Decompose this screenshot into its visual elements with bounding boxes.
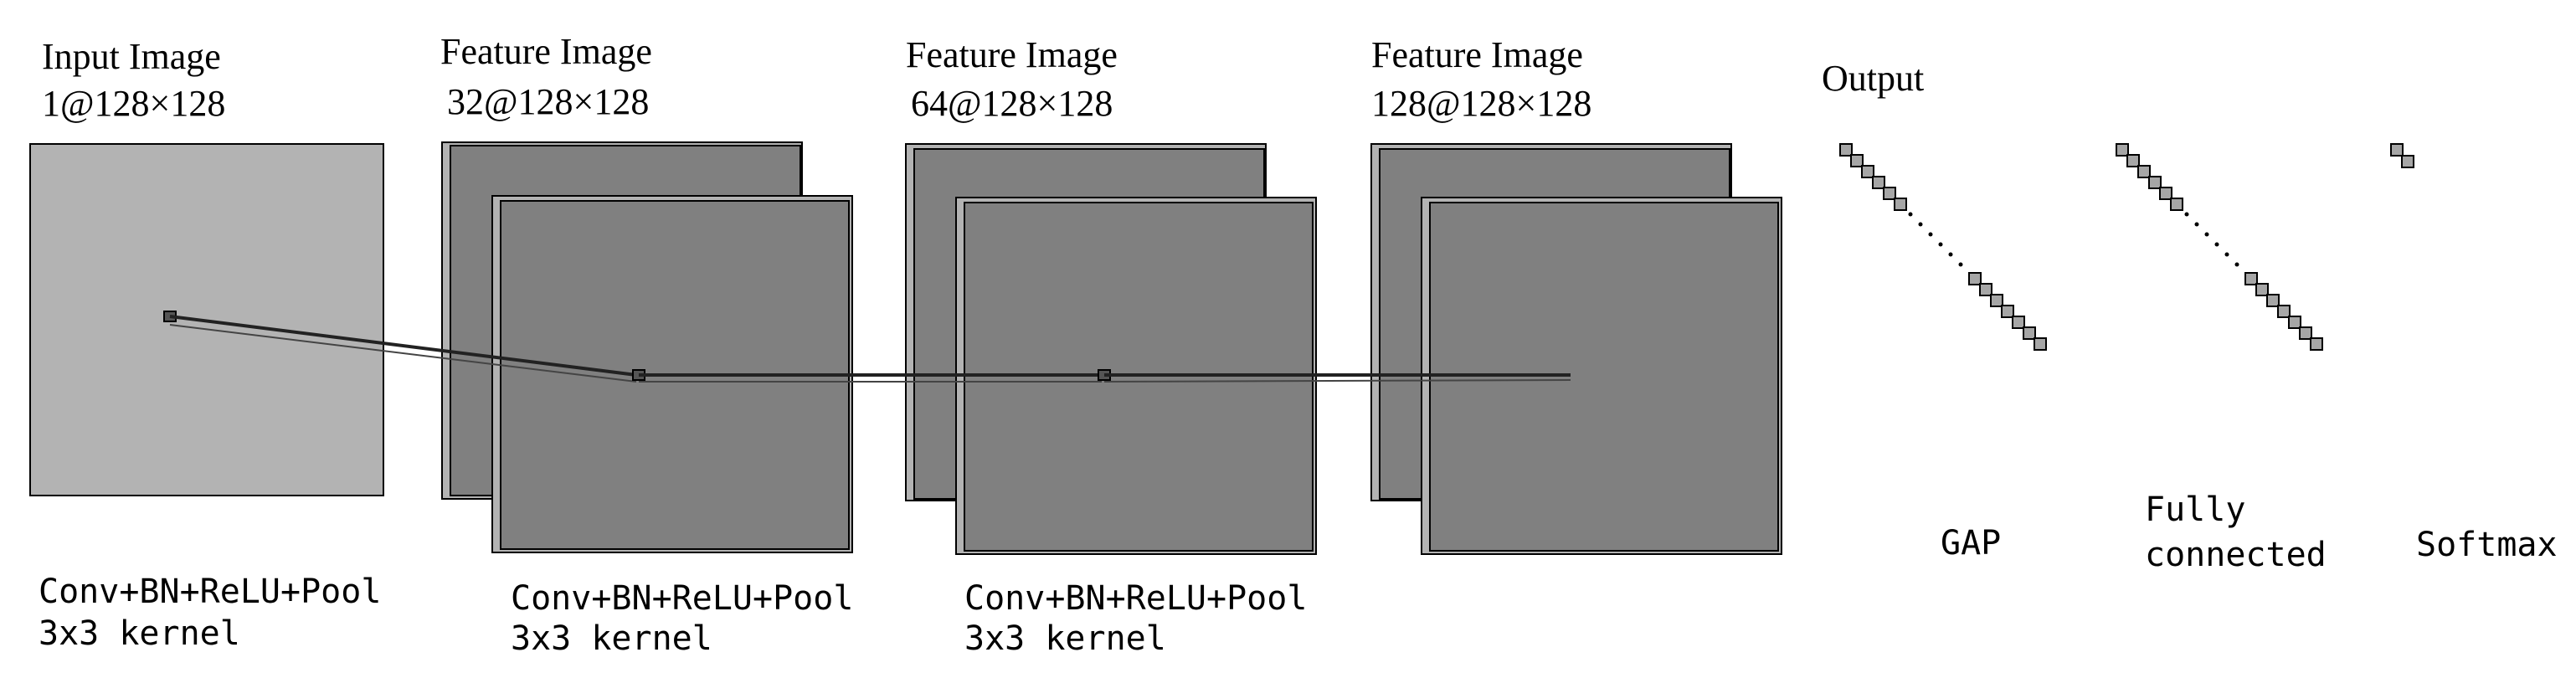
neuron-cell bbox=[1839, 143, 1853, 157]
neuron-cell bbox=[2012, 316, 2025, 329]
neuron-cell bbox=[2034, 337, 2047, 351]
feature3-dims: 128@128×128 bbox=[1371, 83, 1591, 124]
neuron-cell bbox=[2170, 198, 2183, 211]
feature-stack-2 bbox=[905, 143, 1317, 555]
fc-label-line2: connected bbox=[2145, 536, 2327, 574]
gap-label: GAP bbox=[1941, 524, 2001, 562]
ellipsis-dot bbox=[2204, 232, 2209, 237]
feature3-title: Feature Image bbox=[1371, 34, 1583, 75]
neuron-cell bbox=[2401, 155, 2414, 168]
output-title: Output bbox=[1822, 58, 1924, 99]
gap-neurons bbox=[1839, 143, 2047, 351]
ellipsis-dot bbox=[2234, 262, 2239, 267]
ellipsis-dot bbox=[2214, 242, 2219, 247]
feature-stack-1 bbox=[441, 141, 853, 553]
layer3-kernel: 3x3 kernel bbox=[964, 619, 1166, 658]
softmax-neurons bbox=[2390, 143, 2414, 168]
neuron-cell bbox=[1872, 176, 1885, 189]
fully-connected-neurons bbox=[2116, 143, 2323, 351]
receptive-field-lines bbox=[163, 311, 1571, 383]
ellipsis-dot bbox=[2194, 222, 2199, 227]
neuron-cell bbox=[1894, 198, 1907, 211]
neuron-cell bbox=[2116, 143, 2129, 157]
layer1-op: Conv+BN+ReLU+Pool bbox=[39, 573, 381, 611]
ellipsis-dot bbox=[1958, 262, 1963, 267]
feature2-title: Feature Image bbox=[906, 34, 1118, 75]
neuron-cell bbox=[2001, 305, 2014, 318]
softmax-label: Softmax bbox=[2416, 526, 2558, 564]
feature2-dims: 64@128×128 bbox=[911, 83, 1113, 124]
fc-label-line1: Fully bbox=[2145, 491, 2245, 529]
ellipsis-dot bbox=[1928, 232, 1933, 237]
neuron-cell bbox=[1850, 154, 1864, 167]
neuron-cell bbox=[1979, 283, 1992, 296]
ellipsis-dot bbox=[1908, 212, 1913, 217]
neuron-cell bbox=[2288, 316, 2301, 329]
feature1-dims: 32@128×128 bbox=[447, 81, 649, 122]
neuron-cell bbox=[1861, 165, 1874, 178]
ellipsis-dot bbox=[2184, 212, 2189, 217]
neuron-cell bbox=[2148, 176, 2162, 189]
layer2-kernel: 3x3 kernel bbox=[511, 619, 712, 658]
neuron-cell bbox=[1883, 187, 1896, 200]
neuron-cell bbox=[2137, 165, 2151, 178]
neuron-cell bbox=[2390, 143, 2404, 157]
neuron-cell bbox=[2244, 272, 2258, 285]
neuron-cell bbox=[2310, 337, 2323, 351]
ellipsis-dot bbox=[1948, 252, 1953, 257]
ellipsis-dot bbox=[2224, 252, 2229, 257]
neuron-cell bbox=[2255, 283, 2269, 296]
layer1-kernel: 3x3 kernel bbox=[39, 614, 240, 653]
neuron-cell bbox=[2277, 305, 2291, 318]
ellipsis-dot bbox=[1918, 222, 1923, 227]
neuron-cell bbox=[1990, 294, 2003, 307]
layer3-op: Conv+BN+ReLU+Pool bbox=[964, 579, 1307, 618]
neuron-cell bbox=[2126, 154, 2140, 167]
feature1-title: Feature Image bbox=[440, 31, 652, 72]
neuron-cell bbox=[2159, 187, 2172, 200]
neuron-cell bbox=[2266, 294, 2280, 307]
input-image-title: Input Image bbox=[42, 36, 221, 77]
neuron-cell bbox=[2023, 326, 2036, 340]
ellipsis-dot bbox=[1938, 242, 1943, 247]
layer2-op: Conv+BN+ReLU+Pool bbox=[511, 579, 853, 618]
neuron-cell bbox=[2299, 326, 2312, 340]
input-image-dims: 1@128×128 bbox=[42, 83, 225, 124]
feature-stack-3 bbox=[1370, 143, 1782, 555]
neuron-cell bbox=[1968, 272, 1982, 285]
